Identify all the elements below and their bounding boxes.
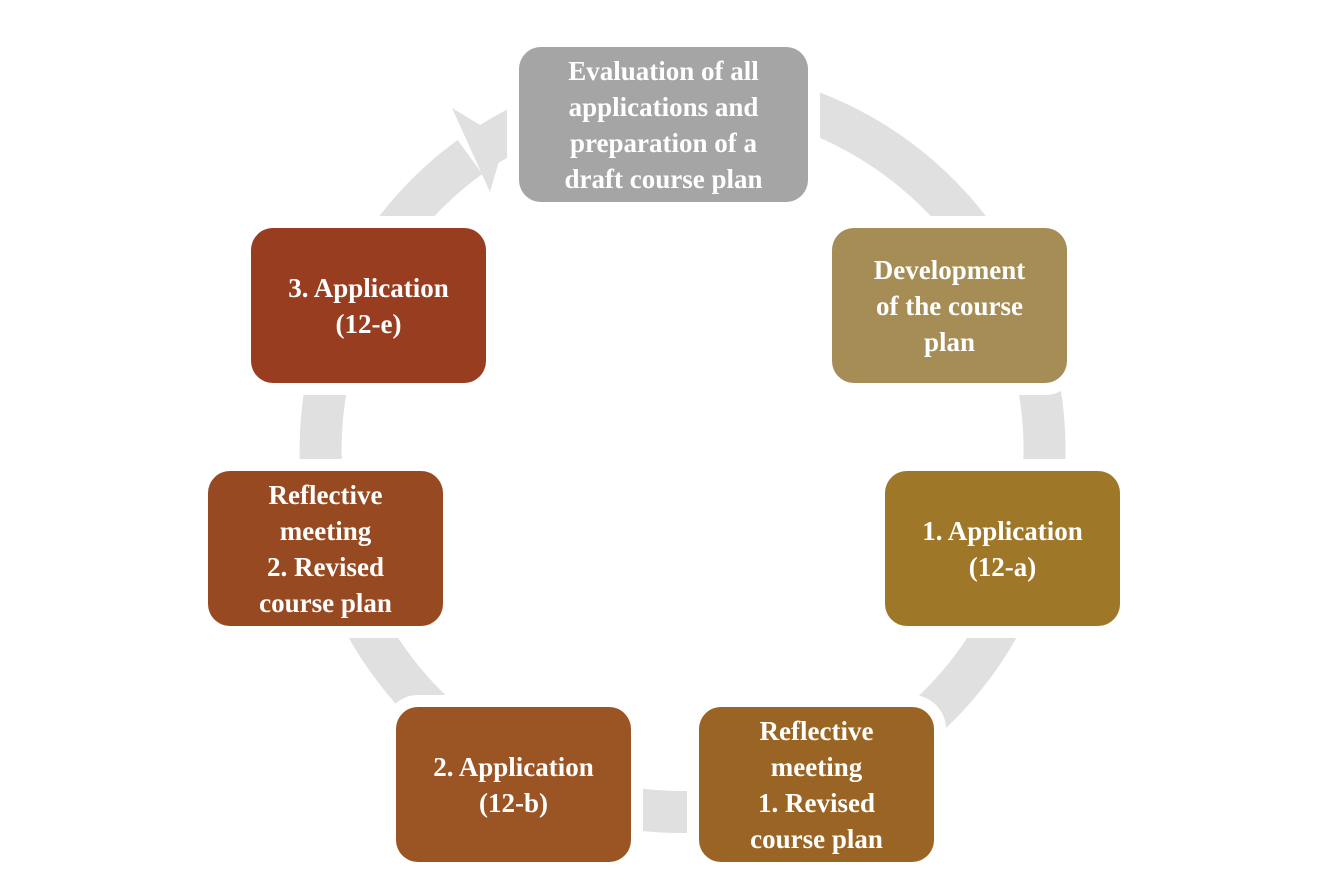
- step-application-3: 3. Application (12-e): [251, 228, 486, 383]
- arrow-head-icon: [452, 108, 505, 192]
- step-development: Development of the course plan: [832, 228, 1067, 383]
- step-application-2: 2. Application (12-b): [396, 707, 631, 862]
- step-reflective-meeting-1: Reflective meeting 1. Revised course pla…: [699, 707, 934, 862]
- step-reflective-meeting-2: Reflective meeting 2. Revised course pla…: [208, 471, 443, 626]
- step-evaluation: Evaluation of all applications and prepa…: [519, 47, 808, 202]
- step-application-1: 1. Application (12-a): [885, 471, 1120, 626]
